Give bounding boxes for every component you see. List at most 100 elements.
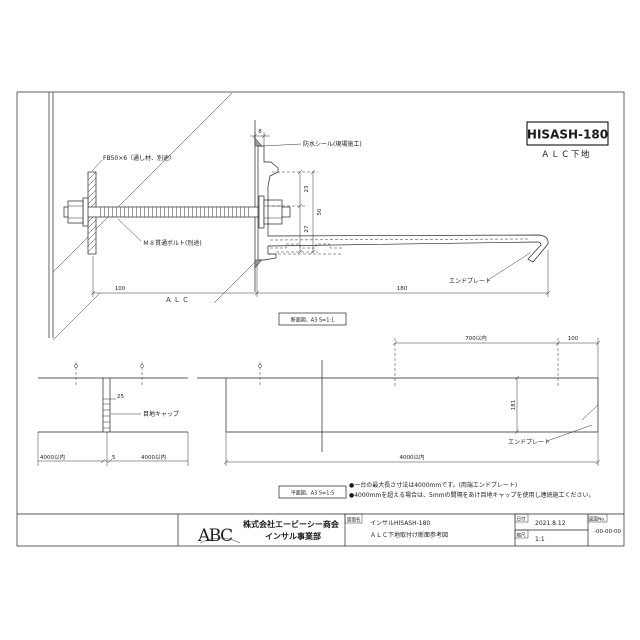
leader-line xyxy=(262,143,302,147)
extension-lines xyxy=(37,432,189,466)
plan-joint-detail: 25 目地キャップ 4000以内 5 4000以内 xyxy=(37,362,189,466)
leader-line xyxy=(91,159,103,172)
drawing-code: HISASH-180 xyxy=(527,128,608,142)
department-name: インサル事業部 xyxy=(265,531,321,541)
sealant-callout: 防水シール(現場施工) xyxy=(262,140,362,148)
scale-value: 1:1 xyxy=(535,536,545,543)
dimension-ticks xyxy=(297,169,316,255)
bracket-marker-dot xyxy=(140,364,144,368)
depth-dimension: 181 xyxy=(511,400,517,411)
leader-line xyxy=(117,218,142,242)
bracket-marker xyxy=(140,362,144,385)
plan-caption: 平面図、A3 S=1:5 xyxy=(278,485,347,499)
substrate-label: ＡＬＣ下地 xyxy=(541,149,591,160)
date-value: 2021.8.12 xyxy=(535,520,566,527)
company-name: 株式会社エービーシー商会 xyxy=(243,519,339,529)
bracket-spacing-dimension: 700以内 xyxy=(465,334,487,342)
right-length-dimension: 4000以内 xyxy=(141,453,166,461)
end-plate-label: エンドプレート xyxy=(449,278,491,285)
plan-end-plate-bevel xyxy=(581,404,599,421)
sealant-label: 防水シール(現場施工) xyxy=(303,140,362,148)
label-box xyxy=(514,513,529,523)
flat-bar-callout: FB50×6（通し材、別途） xyxy=(91,154,175,172)
extension-lines xyxy=(92,250,549,297)
end-plate-label: エンドプレート xyxy=(508,439,550,446)
plan-full-view: 700以内 100 181 エンドプレート 4000以内 xyxy=(197,334,601,466)
drawing-no-value: -00-00-00 xyxy=(594,529,621,535)
flat-bar-label: FB50×6（通し材、別途） xyxy=(103,154,175,162)
dimension-value-alc: 100 xyxy=(115,286,126,292)
bottom-sealant xyxy=(254,259,263,269)
drawing-frame xyxy=(16,91,625,547)
alc-hatch-line xyxy=(52,92,233,273)
joint-cap-ticks xyxy=(103,403,110,429)
dimension-value-lower: 27 xyxy=(304,225,310,232)
label-box xyxy=(587,513,608,523)
scale-label: 縮尺 xyxy=(517,532,526,539)
through-bolt xyxy=(63,195,291,229)
dimension-ticks xyxy=(252,133,267,139)
end-offset-dimension: 100 xyxy=(568,336,579,342)
caption-frame xyxy=(278,312,347,326)
right-washer xyxy=(258,195,265,229)
drawing-name-label: 図面名 xyxy=(347,516,361,523)
label-box xyxy=(514,529,529,539)
joint-gap-dimension: 5 xyxy=(112,455,116,461)
alc-label: ＡＬＣ xyxy=(165,296,191,304)
dimension-ticks xyxy=(514,375,520,435)
notes: ●一台の最大長さ寸法は4000mmです。(両端エンドプレート) ●4000mmを… xyxy=(349,481,595,499)
dimension-ticks xyxy=(392,340,601,346)
left-nut xyxy=(67,200,84,224)
joint-width-dimension: 25 xyxy=(117,394,124,400)
logo-mark: ABC xyxy=(197,526,232,546)
dimension-horizontal: 100 180 ＡＬＣ xyxy=(90,250,551,304)
title-frame xyxy=(526,121,609,146)
note-item: ●4000mmを超える場合は、5mmの間隔をあけ目地キャップを使用し連続施工くだ… xyxy=(349,491,595,499)
drawing-subtitle: ＡＬＣ下地取付け断面参考図 xyxy=(370,531,448,539)
bolt-shank xyxy=(63,206,291,218)
bracket-marker-dot xyxy=(74,364,78,368)
label-box xyxy=(344,513,363,524)
dimension-value: 8 xyxy=(258,129,262,135)
alc-hatch-line xyxy=(213,261,256,304)
caption-text: 平面図、A3 S=1:5 xyxy=(291,491,335,497)
end-plate-callout: エンドプレート xyxy=(449,252,531,285)
left-nut-edges xyxy=(68,205,83,219)
awning-profile xyxy=(254,137,549,269)
dimension-ticks xyxy=(90,290,551,296)
left-length-dimension: 4000以内 xyxy=(40,453,65,461)
title-block: ABC 株式会社エービーシー商会 インサル事業部 図面名 インサルHISASH-… xyxy=(17,513,624,546)
dimension-ticks xyxy=(223,459,601,465)
bracket-marker-dot xyxy=(258,364,262,368)
joint-cap-label: 目地キャップ xyxy=(143,410,179,418)
bracket-marker xyxy=(74,362,78,385)
company-logo: ABC xyxy=(197,526,241,546)
drawing-title-box: HISASH-180 ＡＬＣ下地 xyxy=(526,121,609,160)
dimension-value-upper: 23 xyxy=(304,185,310,192)
extension-lines xyxy=(272,171,318,253)
leader-line xyxy=(487,252,531,281)
left-washer xyxy=(82,197,89,227)
total-length-dimension: 4000以内 xyxy=(400,453,425,461)
alc-hatch-line xyxy=(52,292,101,341)
flat-bar-hatch xyxy=(87,171,97,253)
section-caption: 断面図、A3 S=1:1 xyxy=(278,312,347,326)
extension-lines xyxy=(254,132,265,146)
right-nut xyxy=(263,199,283,225)
extension-lines xyxy=(225,432,599,466)
logo-swoosh xyxy=(199,537,241,544)
bolt-callout: Ｍ８貫通ボルト(別途) xyxy=(117,218,202,247)
dimension-profile-height: 23 27 50 xyxy=(272,169,323,255)
dimension-sealant-gap: 8 xyxy=(250,129,270,146)
caption-text: 断面図、A3 S=1:1 xyxy=(291,317,335,324)
awning-rib-line xyxy=(269,238,531,241)
dimension-value-total: 50 xyxy=(317,208,323,215)
note-item: ●一台の最大長さ寸法は4000mmです。(両端エンドプレート) xyxy=(349,481,517,489)
drawing-name: インサルHISASH-180 xyxy=(370,520,430,527)
dimension-value-projection: 180 xyxy=(397,286,408,292)
dimension-ticks xyxy=(100,458,113,464)
awning-outline xyxy=(257,145,549,263)
drawing-no-label: 図面No. xyxy=(589,517,605,523)
date-label: 日付 xyxy=(517,516,526,523)
